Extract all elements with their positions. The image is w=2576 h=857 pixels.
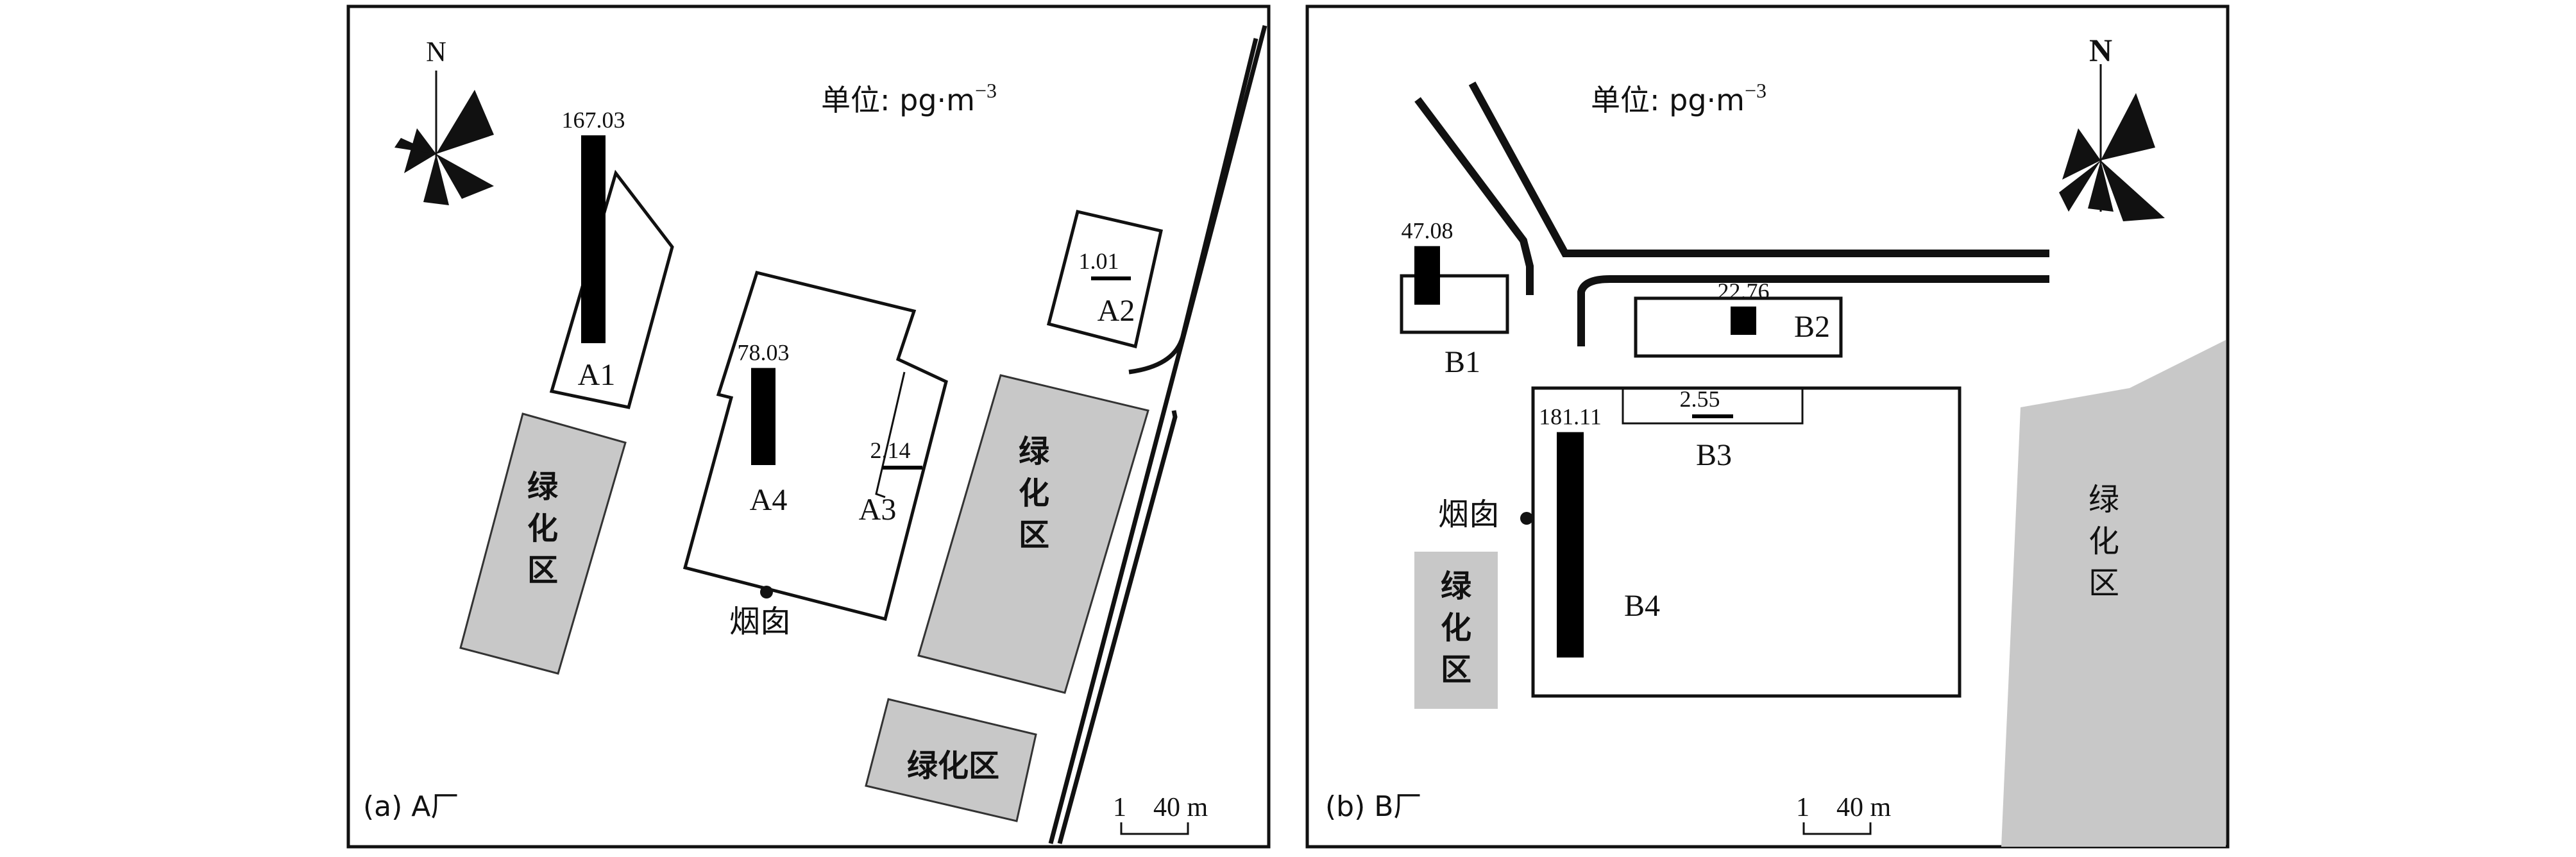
road-a-upper: [1128, 38, 1258, 375]
site-label-a2: A2: [1097, 294, 1135, 328]
panel-b: 绿化区 绿化区 烟囱 单位: pg·m−3 (b) B厂 1 40 m N 47…: [1305, 4, 2230, 849]
site-label-a3: A3: [859, 493, 897, 527]
green-area-a-1: [459, 412, 627, 675]
building-b3: [1622, 388, 1804, 425]
road-b-1: [1414, 97, 1534, 295]
green-area-b-1-label: 绿化区: [2089, 482, 2119, 601]
scale-b-label: 1 40 m: [1796, 793, 1892, 822]
road-b-2: [1468, 81, 2049, 257]
north-arrow-a: N: [394, 36, 494, 205]
road-a-inner: [1057, 410, 1178, 844]
caption-a: (a) A厂: [363, 790, 459, 823]
value-label-b4: 181.11: [1539, 404, 1602, 430]
value-label-a4: 78.03: [738, 340, 790, 366]
scale-a-bar: [1120, 822, 1189, 835]
scale-a-label: 1 40 m: [1113, 793, 1208, 822]
green-area-a-1-label: 绿化区: [527, 469, 559, 588]
green-area-a-3: [865, 698, 1037, 822]
bar-a4: [751, 368, 775, 465]
chimney-b-dot: [1520, 512, 1533, 525]
road-a-outer: [1048, 25, 1267, 844]
bar-b2: [1731, 306, 1756, 335]
value-label-b2: 22.76: [1718, 278, 1770, 304]
site-label-a1: A1: [578, 358, 616, 392]
value-label-a2: 1.01: [1079, 248, 1119, 274]
chimney-a-label: 烟囱: [729, 604, 791, 640]
building-b4: [1531, 386, 1962, 698]
bar-b4: [1557, 432, 1584, 658]
green-area-a-2: [917, 374, 1149, 694]
green-area-a-2-label: 绿化区: [1019, 434, 1050, 553]
caption-b: (b) B厂: [1325, 790, 1421, 823]
building-a1: [549, 169, 674, 409]
scale-b-bar: [1802, 822, 1872, 835]
site-label-b4: B4: [1624, 589, 1660, 623]
chimney-a-dot: [760, 586, 773, 598]
road-b-3: [1577, 275, 2049, 346]
unit-a-label: 单位: pg·m−3: [821, 79, 997, 117]
value-label-b1: 47.08: [1402, 218, 1453, 244]
green-area-b-2-label: 绿化区: [1441, 568, 1472, 688]
value-label-a1: 167.03: [562, 107, 625, 133]
bar-b3: [1692, 414, 1733, 418]
bar-b1: [1414, 246, 1440, 305]
building-a3: [875, 371, 906, 498]
bar-a3: [883, 466, 922, 470]
building-a4: [682, 271, 948, 622]
value-label-a3: 2.14: [870, 437, 911, 463]
site-label-b2: B2: [1794, 310, 1830, 344]
site-label-b3: B3: [1696, 438, 1732, 472]
green-area-b-2: [1414, 552, 1498, 709]
bar-a1: [581, 135, 606, 344]
north-a-label: N: [426, 36, 446, 67]
north-b-label: N: [2089, 32, 2112, 68]
unit-b-label: 单位: pg·m−3: [1591, 79, 1767, 117]
site-label-b1: B1: [1445, 345, 1480, 379]
value-label-b3: 2.55: [1680, 386, 1720, 412]
green-area-b-1: [2001, 340, 2226, 847]
chimney-b-label: 烟囱: [1438, 496, 1500, 532]
green-area-a-3-label: 绿化区: [907, 748, 999, 784]
panel-a: 绿化区 绿化区 绿化区 烟囱 单位: pg·m−3 (a) A厂 1 40 m …: [346, 4, 1271, 849]
site-label-a4: A4: [750, 483, 788, 517]
bar-a2: [1091, 276, 1131, 280]
north-arrow-b: N: [2059, 32, 2165, 221]
